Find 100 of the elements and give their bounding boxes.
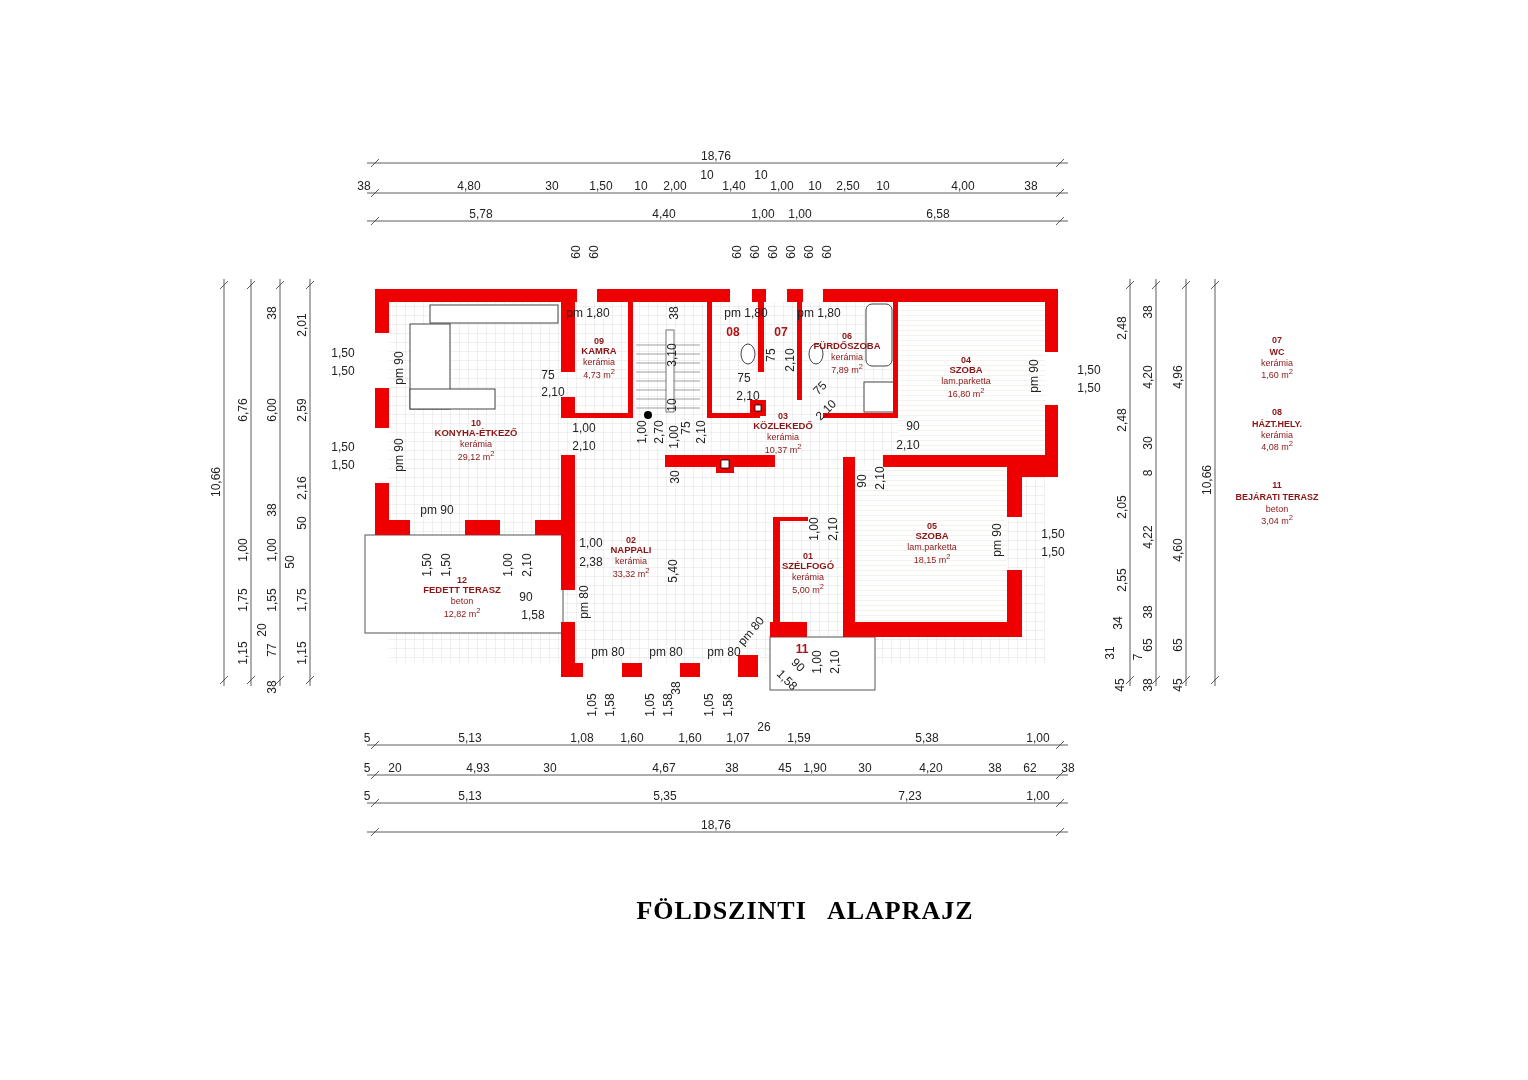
room-legend-text: 1,60 m$^{2}$ — [1261, 368, 1293, 380]
dimension-label: 1,90 — [803, 762, 827, 774]
dimension-label: 8 — [1142, 469, 1154, 477]
room-number: 08 — [726, 326, 740, 340]
dimension-label: 60 — [767, 245, 779, 259]
dimension-label: 10 — [808, 180, 822, 192]
dimension-label: 1,05 — [703, 693, 715, 717]
dimension-label: 1,50 — [440, 553, 452, 577]
dimension-label: 4,00 — [951, 180, 975, 192]
dimension-label: 1,75 — [296, 588, 308, 612]
dimension-label: 38 — [988, 762, 1002, 774]
dimension-label: 2,10 — [521, 553, 533, 577]
dimension-label: 2,10 — [829, 650, 841, 674]
dimension-label: 2,10 — [784, 348, 796, 372]
dimension-label: 1,00 — [502, 553, 514, 577]
floor-area: 4,73 m$^{2}$ — [583, 367, 615, 380]
dimension-label: 1,50 — [421, 553, 433, 577]
dimension-label: 2,10 — [874, 466, 886, 490]
dimension-label: 2,16 — [296, 476, 308, 500]
floor-area: 29,12 m$^{2}$ — [457, 449, 495, 462]
dimension-label: 60 — [588, 245, 600, 259]
dimension-label: 1,58 — [604, 693, 616, 717]
dimension-label: 10,66 — [210, 467, 222, 497]
dimension-label: 90 — [789, 656, 807, 674]
dimension-label: 26 — [757, 721, 771, 733]
dimension-label: pm 80 — [591, 646, 625, 658]
dimension-label: pm 90 — [420, 504, 454, 516]
dimension-label: pm 80 — [578, 585, 590, 619]
room-number: 12 — [457, 575, 467, 586]
dimension-label: 2,01 — [296, 313, 308, 337]
dimension-label: 60 — [803, 245, 815, 259]
dimension-label: 1,60 — [620, 732, 644, 744]
dimension-label: 1,00 — [668, 425, 680, 449]
room-legend-text: kerámia — [1261, 430, 1293, 440]
dimension-label: 1,00 — [1026, 732, 1050, 744]
dimension-label: 1,50 — [1077, 382, 1101, 394]
room-number: 10 — [471, 418, 481, 428]
dimension-label: 65 — [1142, 638, 1154, 652]
dimension-label: 50 — [284, 555, 296, 569]
dimension-label: 38 — [1024, 180, 1038, 192]
room-number: 03 — [778, 411, 788, 421]
dimension-label: 10 — [666, 398, 678, 412]
dimension-label: 90 — [519, 591, 533, 603]
dimension-label: 1,08 — [570, 732, 594, 744]
dimension-label: 60 — [749, 245, 761, 259]
dimension-label: 1,58 — [722, 693, 734, 717]
dimension-label: 38 — [668, 306, 680, 320]
dimension-label: 1,00 — [811, 650, 823, 674]
dimension-label: 30 — [543, 762, 557, 774]
dimension-label: 38 — [725, 762, 739, 774]
dimension-label: 38 — [266, 680, 278, 694]
dimension-label: 1,00 — [237, 538, 249, 562]
dimension-label: 1,00 — [770, 180, 794, 192]
dimension-label: 38 — [357, 180, 371, 192]
dimension-label: 60 — [570, 245, 582, 259]
floor-area: 18,15 m$^{2}$ — [913, 552, 951, 565]
dimension-label: 5 — [363, 732, 371, 744]
dimension-label: pm 80 — [707, 646, 741, 658]
dimension-label: 1,50 — [1041, 528, 1065, 540]
floor-material: kerámia — [831, 352, 863, 363]
dimension-label: 1,40 — [722, 180, 746, 192]
dimension-label: 2,10 — [541, 386, 565, 398]
room-number: 07 — [774, 326, 788, 340]
dimension-label: 75 — [737, 372, 751, 384]
dimension-label: 6,00 — [266, 398, 278, 422]
floor-area: 33,32 m$^{2}$ — [612, 566, 650, 579]
dimension-label: 38 — [1142, 305, 1154, 319]
room-legend-heading: 08 — [1272, 407, 1282, 417]
dimension-label: 5 — [363, 790, 371, 802]
floor-material: kerámia — [615, 556, 647, 567]
dimension-label: 50 — [296, 516, 308, 530]
dimension-label: 1,00 — [751, 208, 775, 220]
room-number: 09 — [594, 336, 604, 347]
dimension-label: 1,00 — [266, 538, 278, 562]
dimension-label: pm 80 — [649, 646, 683, 658]
dimension-label: 5 — [363, 762, 371, 774]
room-legend-heading: WC — [1269, 347, 1285, 357]
room-name: SZOBA — [915, 531, 949, 543]
room-number: 11 — [795, 643, 809, 657]
dimension-label: 1,75 — [237, 588, 249, 612]
dimension-label: 1,00 — [636, 420, 648, 444]
room-legend-text: 4,08 m$^{2}$ — [1261, 440, 1293, 452]
dimension-label: 75 — [541, 369, 555, 381]
dimension-label: 1,00 — [1026, 790, 1050, 802]
dimension-label: 2,10 — [572, 440, 596, 452]
dimension-label: 38 — [1061, 762, 1075, 774]
dimension-label: 1,50 — [331, 459, 355, 471]
dimension-label: 7 — [1132, 653, 1144, 661]
dimension-label: 4,60 — [1172, 538, 1184, 562]
dimension-label: 2,05 — [1116, 495, 1128, 519]
dimension-label: 4,20 — [919, 762, 943, 774]
dimension-label: 38 — [266, 503, 278, 517]
dimension-label: 45 — [1172, 678, 1184, 692]
dimension-label: 7,23 — [898, 790, 922, 802]
dimension-label: 90 — [856, 474, 868, 488]
room-name: KAMRA — [581, 346, 617, 358]
room-legend-text: beton — [1265, 504, 1289, 514]
dimension-label: 10 — [754, 169, 768, 181]
dimension-label: 10,66 — [1201, 465, 1213, 495]
dimension-label: 4,20 — [1142, 365, 1154, 389]
